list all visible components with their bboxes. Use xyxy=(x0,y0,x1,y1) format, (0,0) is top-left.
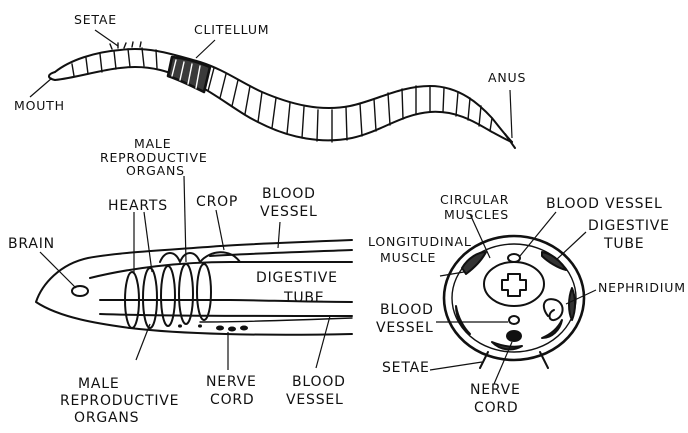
label-blood-left-1: BLOOD xyxy=(380,302,434,318)
label-setae-cross: SETAE xyxy=(382,360,430,376)
hearts xyxy=(125,264,211,328)
label-longitudinal-2: MUSCLE xyxy=(380,250,436,265)
nerve-cord xyxy=(100,314,352,316)
label-crop: CROP xyxy=(196,194,238,210)
label-nerve-cord-1: NERVE xyxy=(206,374,257,390)
blood-vessel-top-leader-cross xyxy=(520,212,556,256)
longitudinal-section: MALE REPRODUCTIVE ORGANS HEARTS CROP BLO… xyxy=(8,136,352,426)
external-worm-view: SETAE CLITELLUM MOUTH ANUS xyxy=(14,12,526,148)
crop xyxy=(200,252,240,262)
cross-section: CIRCULAR MUSCLES BLOOD VESSEL DIGESTIVE … xyxy=(368,192,686,416)
worm-tail xyxy=(505,134,515,148)
setae-leader-cross xyxy=(430,362,482,370)
label-blood-vessel-top-2: VESSEL xyxy=(260,204,318,220)
cross-digestive-tube xyxy=(484,262,544,306)
setae-leader xyxy=(95,30,118,46)
label-digestive-1: DIGESTIVE xyxy=(256,270,338,286)
label-digestive-cross-1: DIGESTIVE xyxy=(588,218,670,234)
label-blood-vessel-top-1: BLOOD xyxy=(262,186,316,202)
nerve-ganglia xyxy=(178,324,248,331)
label-nerve-cross-1: NERVE xyxy=(470,382,521,398)
label-mouth: MOUTH xyxy=(14,98,65,113)
blood-vessel-bottom-leader xyxy=(316,316,330,368)
label-male-top-3: ORGANS xyxy=(126,163,185,178)
mouth-leader xyxy=(30,78,52,97)
label-nephridium: NEPHRIDIUM xyxy=(598,280,686,295)
longitudinal-muscle-leader xyxy=(440,272,464,276)
dorsal-blood-vessel xyxy=(508,254,520,262)
label-blood-vessel-bottom-1: BLOOD xyxy=(292,374,346,390)
label-blood-vessel-bottom-2: VESSEL xyxy=(286,392,344,408)
label-blood-vessel-cross: BLOOD VESSEL xyxy=(546,196,663,212)
label-male-bottom-2: REPRODUCTIVE xyxy=(60,393,179,409)
label-nerve-cross-2: CORD xyxy=(474,400,519,416)
label-brain: BRAIN xyxy=(8,236,55,252)
brain xyxy=(72,286,88,296)
brain-leader xyxy=(40,252,76,288)
label-clitellum: CLITELLUM xyxy=(194,22,269,37)
label-digestive-2: TUBE xyxy=(283,290,324,306)
cross-nerve-cord xyxy=(507,331,521,341)
blood-vessel-top-leader xyxy=(278,222,280,248)
label-hearts: HEARTS xyxy=(108,198,168,214)
label-blood-left-2: VESSEL xyxy=(376,320,434,336)
worm-segments xyxy=(72,48,492,142)
label-longitudinal-1: LONGITUDINAL xyxy=(368,234,472,249)
label-circular-1: CIRCULAR xyxy=(440,192,509,207)
label-male-top-1: MALE xyxy=(134,136,171,151)
label-setae-top: SETAE xyxy=(74,12,117,27)
label-digestive-cross-2: TUBE xyxy=(603,236,644,252)
crop-leader xyxy=(216,210,224,250)
label-anus: ANUS xyxy=(488,70,526,85)
label-nerve-cord-2: CORD xyxy=(210,392,255,408)
hearts-leader-2 xyxy=(144,212,152,272)
typhlosole xyxy=(502,274,526,296)
label-male-bottom-3: ORGANS xyxy=(74,410,139,426)
digestive-tube-leader-cross xyxy=(556,232,586,260)
label-circular-2: MUSCLES xyxy=(444,207,509,222)
clitellum-leader xyxy=(196,40,215,58)
nephridium xyxy=(544,299,563,320)
anus-leader xyxy=(510,90,512,138)
ventral-blood-vessel xyxy=(509,316,519,324)
male-organs-top xyxy=(160,253,200,262)
label-male-bottom-1: MALE xyxy=(78,376,120,392)
